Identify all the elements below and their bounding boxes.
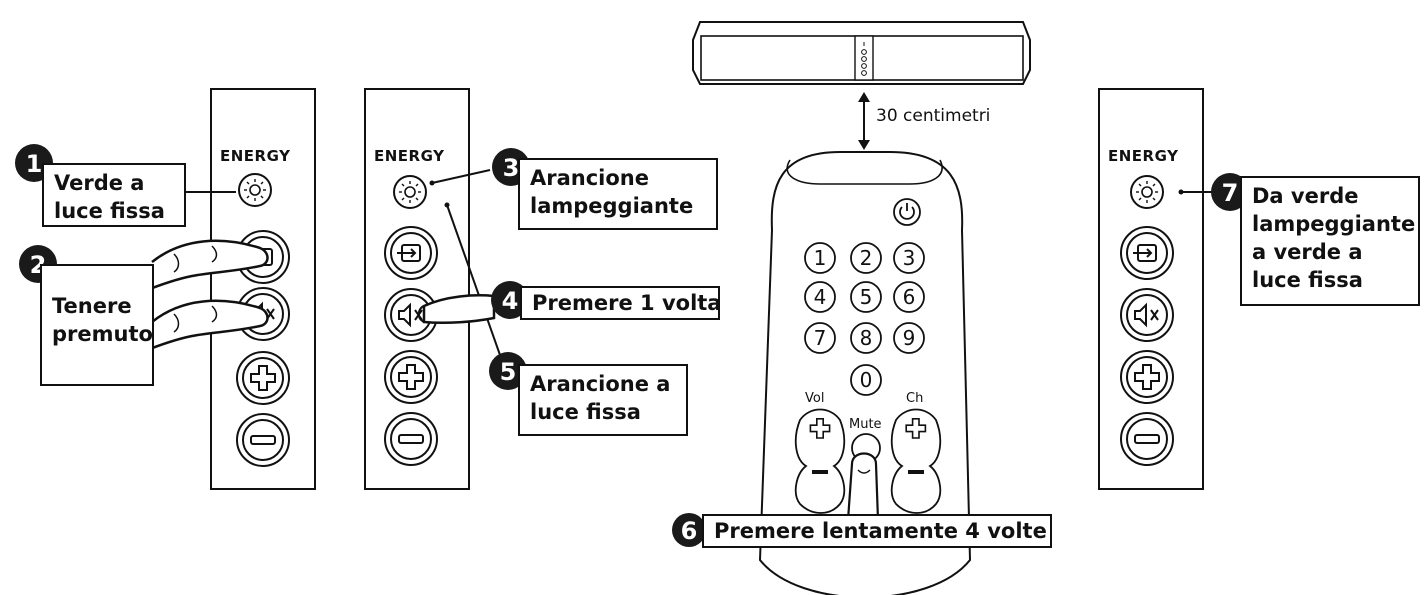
step-6-callout: Premere lentamente 4 volte — [702, 514, 1052, 548]
svg-text:7: 7 — [1222, 179, 1239, 207]
led-icon[interactable] — [1130, 175, 1164, 209]
remote-key-7[interactable]: 7 — [804, 322, 836, 354]
distance-arrow — [858, 92, 870, 150]
panel-1: ENERGY — [140, 88, 316, 490]
remote-key-label: 1 — [814, 246, 827, 270]
channel-rocker[interactable] — [890, 408, 942, 514]
volume-down-button[interactable] — [384, 412, 438, 466]
remote-key-label: 7 — [814, 326, 827, 350]
leader-line-3 — [431, 169, 491, 184]
mute-label: Mute — [849, 417, 882, 432]
remote-key-2[interactable]: 2 — [850, 242, 882, 274]
step-badge-7: 7 — [1211, 173, 1249, 211]
remote-key-6[interactable]: 6 — [893, 281, 925, 313]
led-icon[interactable] — [238, 173, 272, 207]
soundbar — [692, 21, 1031, 85]
power-button[interactable] — [893, 198, 921, 226]
remote-key-3[interactable]: 3 — [893, 242, 925, 274]
svg-text:1: 1 — [26, 150, 43, 178]
step-1-callout: Verde a luce fissa — [42, 163, 186, 227]
led-icon[interactable] — [393, 175, 427, 209]
panel-3: ENERGY — [1098, 88, 1214, 490]
remote-key-4[interactable]: 4 — [804, 281, 836, 313]
remote-key-8[interactable]: 8 — [850, 322, 882, 354]
remote-key-9[interactable]: 9 — [893, 322, 925, 354]
volume-up-button[interactable] — [1120, 350, 1174, 404]
press-hand-icon — [417, 294, 496, 325]
panel-1-brand: ENERGY — [220, 147, 291, 165]
svg-text:4: 4 — [502, 287, 519, 315]
ch-label: Ch — [906, 391, 923, 406]
step-badge-6: 6 — [672, 513, 706, 547]
remote-key-label: 9 — [903, 326, 916, 350]
input-button[interactable] — [1120, 226, 1174, 280]
svg-text:3: 3 — [503, 154, 520, 182]
step-badge-5: 5 — [489, 352, 527, 390]
svg-text:5: 5 — [500, 358, 517, 386]
step-7-callout: Da verde lampeggiante a verde a luce fis… — [1240, 176, 1420, 306]
remote-key-label: 5 — [860, 285, 873, 309]
numeric-keypad[interactable]: 1 2 3 4 5 6 7 8 9 0 — [804, 242, 925, 396]
remote-key-label: 8 — [860, 326, 873, 350]
mute-button[interactable] — [1120, 288, 1174, 342]
remote-control: 1 2 3 4 5 6 7 8 9 0 Vol Ch Mute — [758, 151, 972, 595]
volume-down-button[interactable] — [236, 413, 290, 467]
leader-line-5 — [446, 204, 501, 356]
press-finger-icon — [846, 452, 880, 522]
step-4-callout: Premere 1 volta — [520, 286, 721, 320]
input-button[interactable] — [384, 226, 438, 280]
step-5-callout: Arancione a luce fissa — [518, 364, 688, 436]
step-2-callout: Tenere premuto — [40, 264, 154, 386]
remote-key-5[interactable]: 5 — [850, 281, 882, 313]
remote-key-0[interactable]: 0 — [850, 364, 882, 396]
distance-label: 30 centimetri — [876, 106, 991, 126]
volume-up-button[interactable] — [236, 351, 290, 405]
remote-key-label: 6 — [903, 285, 916, 309]
vol-label: Vol — [805, 391, 824, 406]
soundbar-controls — [854, 35, 874, 81]
volume-up-button[interactable] — [384, 350, 438, 404]
panel-2: ENERGY — [364, 88, 501, 490]
panel-3-brand: ENERGY — [1108, 147, 1179, 165]
step-3-callout: Arancione lampeggiante — [518, 158, 718, 230]
volume-rocker[interactable] — [794, 408, 846, 514]
remote-key-1[interactable]: 1 — [804, 242, 836, 274]
remote-key-label: 3 — [903, 246, 916, 270]
remote-key-label: 0 — [860, 368, 873, 392]
svg-text:6: 6 — [681, 517, 698, 545]
step-badge-4: 4 — [491, 281, 529, 319]
volume-down-button[interactable] — [1120, 412, 1174, 466]
remote-key-label: 2 — [860, 246, 873, 270]
remote-key-label: 4 — [814, 285, 827, 309]
panel-2-brand: ENERGY — [374, 147, 445, 165]
